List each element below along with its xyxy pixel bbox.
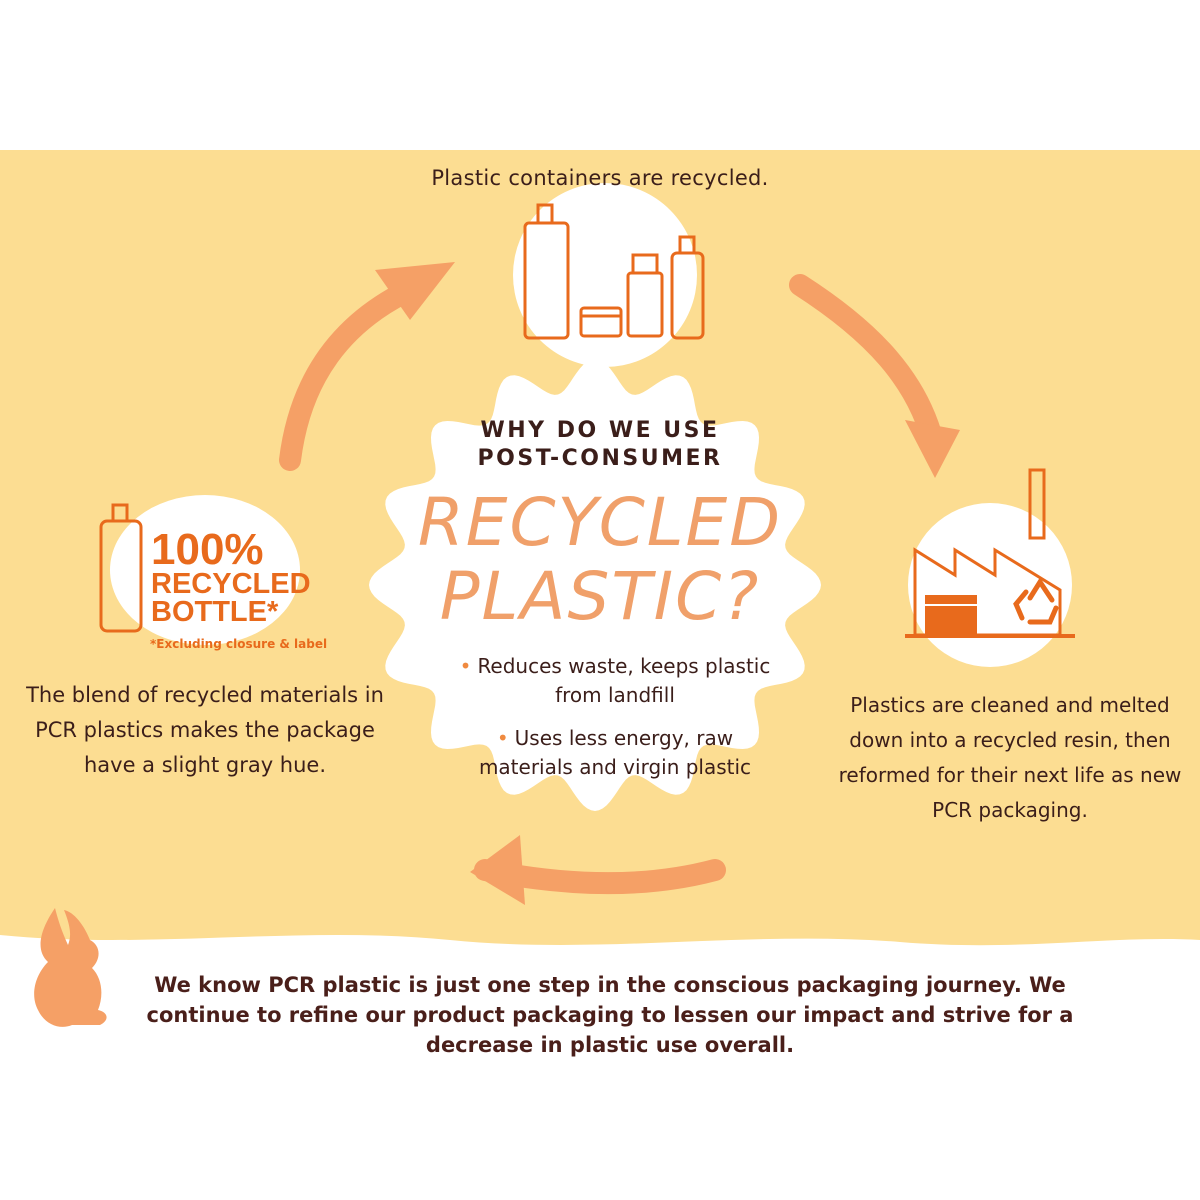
top-caption: Plastic containers are recycled. (431, 166, 769, 190)
arrow-head-bottom (470, 835, 525, 905)
bottles-icon (523, 203, 705, 340)
rabbit-icon (34, 908, 107, 1027)
center-scallop (369, 359, 821, 811)
factory-icon (905, 468, 1075, 638)
center-title-line1: RECYCLED (417, 484, 783, 561)
footer-statement: We know PCR plastic is just one step in … (146, 973, 1074, 1057)
arrow-heads (375, 262, 960, 905)
right-caption: Plastics are cleaned and melted down int… (838, 693, 1182, 822)
panel-wave-edge (0, 935, 1200, 960)
badge-line3: BOTTLE* (151, 596, 279, 628)
arrow-head-top-left (375, 262, 455, 320)
center-heading-line2: POST-CONSUMER (477, 446, 723, 471)
arrow-top-left (279, 274, 431, 471)
bottle-icon (99, 503, 143, 633)
recycle-icon (1013, 577, 1059, 625)
factory-blob (908, 503, 1072, 667)
center-bullet: •Uses less energy, raw materials and vir… (478, 726, 752, 779)
center-bullet-text: Reduces waste, keeps plastic from landfi… (477, 654, 771, 707)
bottles-blob (513, 183, 697, 367)
badge-blob (110, 495, 300, 645)
badge-line2: RECYCLED (151, 568, 311, 600)
center-bullet-text: Uses less energy, raw materials and virg… (478, 726, 752, 779)
badge-line1: 100% (151, 525, 264, 574)
badge-note: *Excluding closure & label (150, 637, 328, 651)
center-bullet: •Reduces waste, keeps plastic from landf… (459, 654, 771, 707)
center-heading-line1: WHY DO WE USE (480, 418, 720, 443)
left-caption: The blend of recycled materials in PCR p… (26, 683, 384, 777)
center-title-line2: PLASTIC? (439, 558, 761, 635)
arrow-head-top-right (905, 420, 960, 478)
